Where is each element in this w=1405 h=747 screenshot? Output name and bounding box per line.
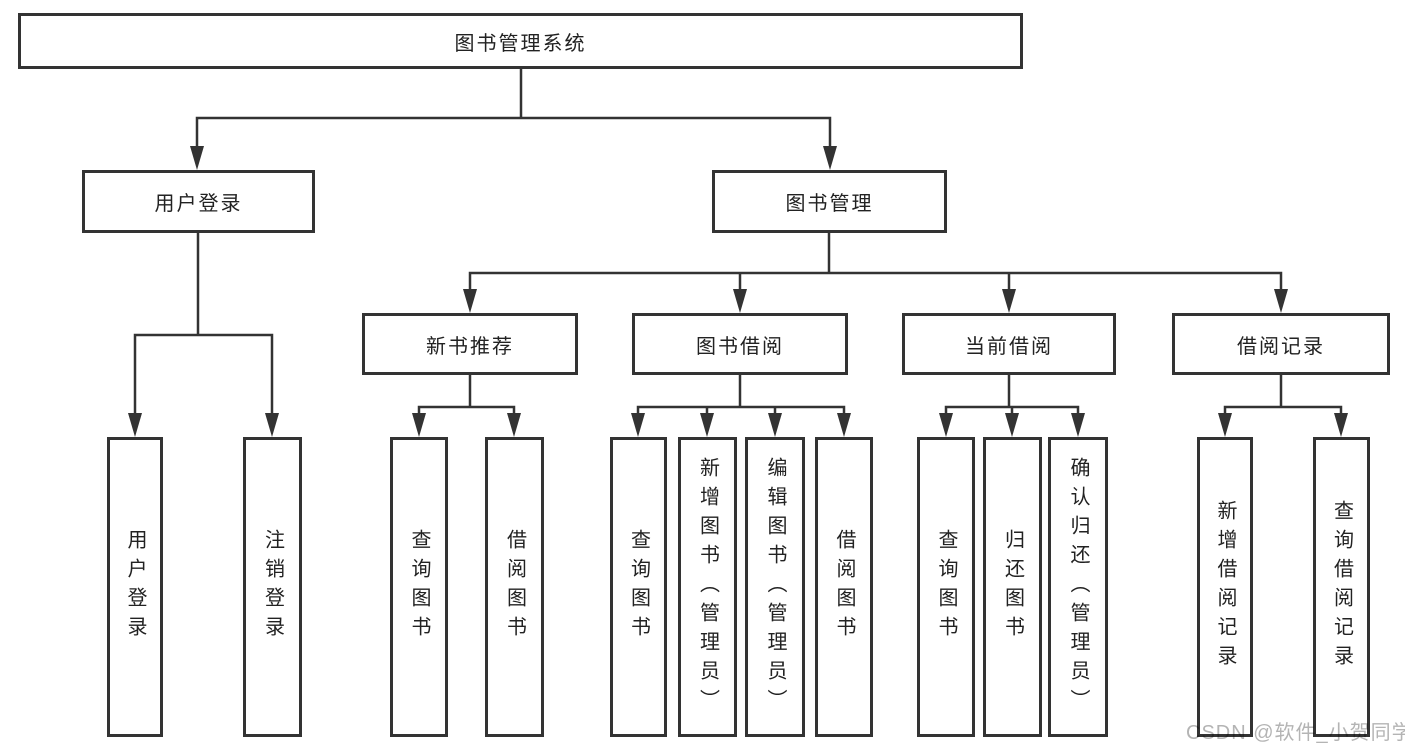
connector-records-split xyxy=(1223,405,1343,428)
leaf-add-books-admin-label: 新增图书（管理员） xyxy=(696,456,719,718)
leaf-add-books-admin: 新增图书（管理员） xyxy=(678,437,737,737)
node-book-management-module: 图书管理 xyxy=(712,170,947,233)
leaf-logout: 注销登录 xyxy=(243,437,302,737)
leaf-return-books: 归还图书 xyxy=(983,437,1042,737)
leaf-add-borrow-record: 新增借阅记录 xyxy=(1197,437,1253,737)
connector-mgmt-split xyxy=(468,271,1283,303)
leaf-recommend-query-books: 查询图书 xyxy=(390,437,448,737)
node-borrowing-records-label: 借阅记录 xyxy=(1237,335,1325,358)
leaf-edit-books-admin-label: 编辑图书（管理员） xyxy=(764,456,786,718)
leaf-recommend-borrow-books: 借阅图书 xyxy=(485,437,544,737)
connector-login-split xyxy=(133,333,274,428)
leaf-confirm-return-admin-label: 确认归还（管理员） xyxy=(1067,456,1089,718)
leaf-user-login-label: 用户登录 xyxy=(124,529,146,645)
leaf-add-borrow-record-label: 新增借阅记录 xyxy=(1214,500,1236,674)
node-user-login-label: 用户登录 xyxy=(154,193,243,215)
leaf-confirm-return-admin: 确认归还（管理员） xyxy=(1048,437,1108,737)
node-borrowing-records: 借阅记录 xyxy=(1172,313,1390,375)
leaf-user-login: 用户登录 xyxy=(107,437,163,737)
node-current-borrowing: 当前借阅 xyxy=(902,313,1116,375)
leaf-borrow-books: 借阅图书 xyxy=(815,437,873,737)
leaf-query-borrow-record: 查询借阅记录 xyxy=(1313,437,1370,737)
connector-borrow-split xyxy=(636,405,846,428)
node-new-book-recommend: 新书推荐 xyxy=(362,313,578,375)
leaf-current-query-books: 查询图书 xyxy=(917,437,975,737)
leaf-recommend-borrow-books-label: 借阅图书 xyxy=(503,529,526,645)
node-book-borrowing: 图书借阅 xyxy=(632,313,848,375)
leaf-logout-label: 注销登录 xyxy=(261,529,284,645)
csdn-watermark: CSDN @软件_小贺同学 xyxy=(1186,722,1405,744)
leaf-query-borrow-record-label: 查询借阅记录 xyxy=(1330,500,1353,674)
leaf-recommend-query-books-label: 查询图书 xyxy=(408,529,430,645)
leaf-current-query-books-label: 查询图书 xyxy=(935,529,957,645)
connector-recommend-split xyxy=(417,405,516,428)
node-current-borrowing-label: 当前借阅 xyxy=(965,335,1053,358)
node-user-login-module: 用户登录 xyxy=(82,170,315,233)
leaf-edit-books-admin: 编辑图书（管理员） xyxy=(745,437,805,737)
node-root-system: 图书管理系统 xyxy=(18,13,1023,69)
connector-root-split xyxy=(195,116,832,158)
node-book-borrowing-label: 图书借阅 xyxy=(696,335,784,358)
leaf-return-books-label: 归还图书 xyxy=(1001,529,1024,645)
node-new-book-recommend-label: 新书推荐 xyxy=(426,335,514,358)
leaf-borrow-books-label: 借阅图书 xyxy=(833,529,855,645)
arrowheads xyxy=(128,146,1348,437)
node-book-management-label: 图书管理 xyxy=(785,193,874,215)
leaf-borrow-query-books-label: 查询图书 xyxy=(627,529,650,645)
leaf-borrow-query-books: 查询图书 xyxy=(610,437,667,737)
node-root-label: 图书管理系统 xyxy=(454,32,587,55)
